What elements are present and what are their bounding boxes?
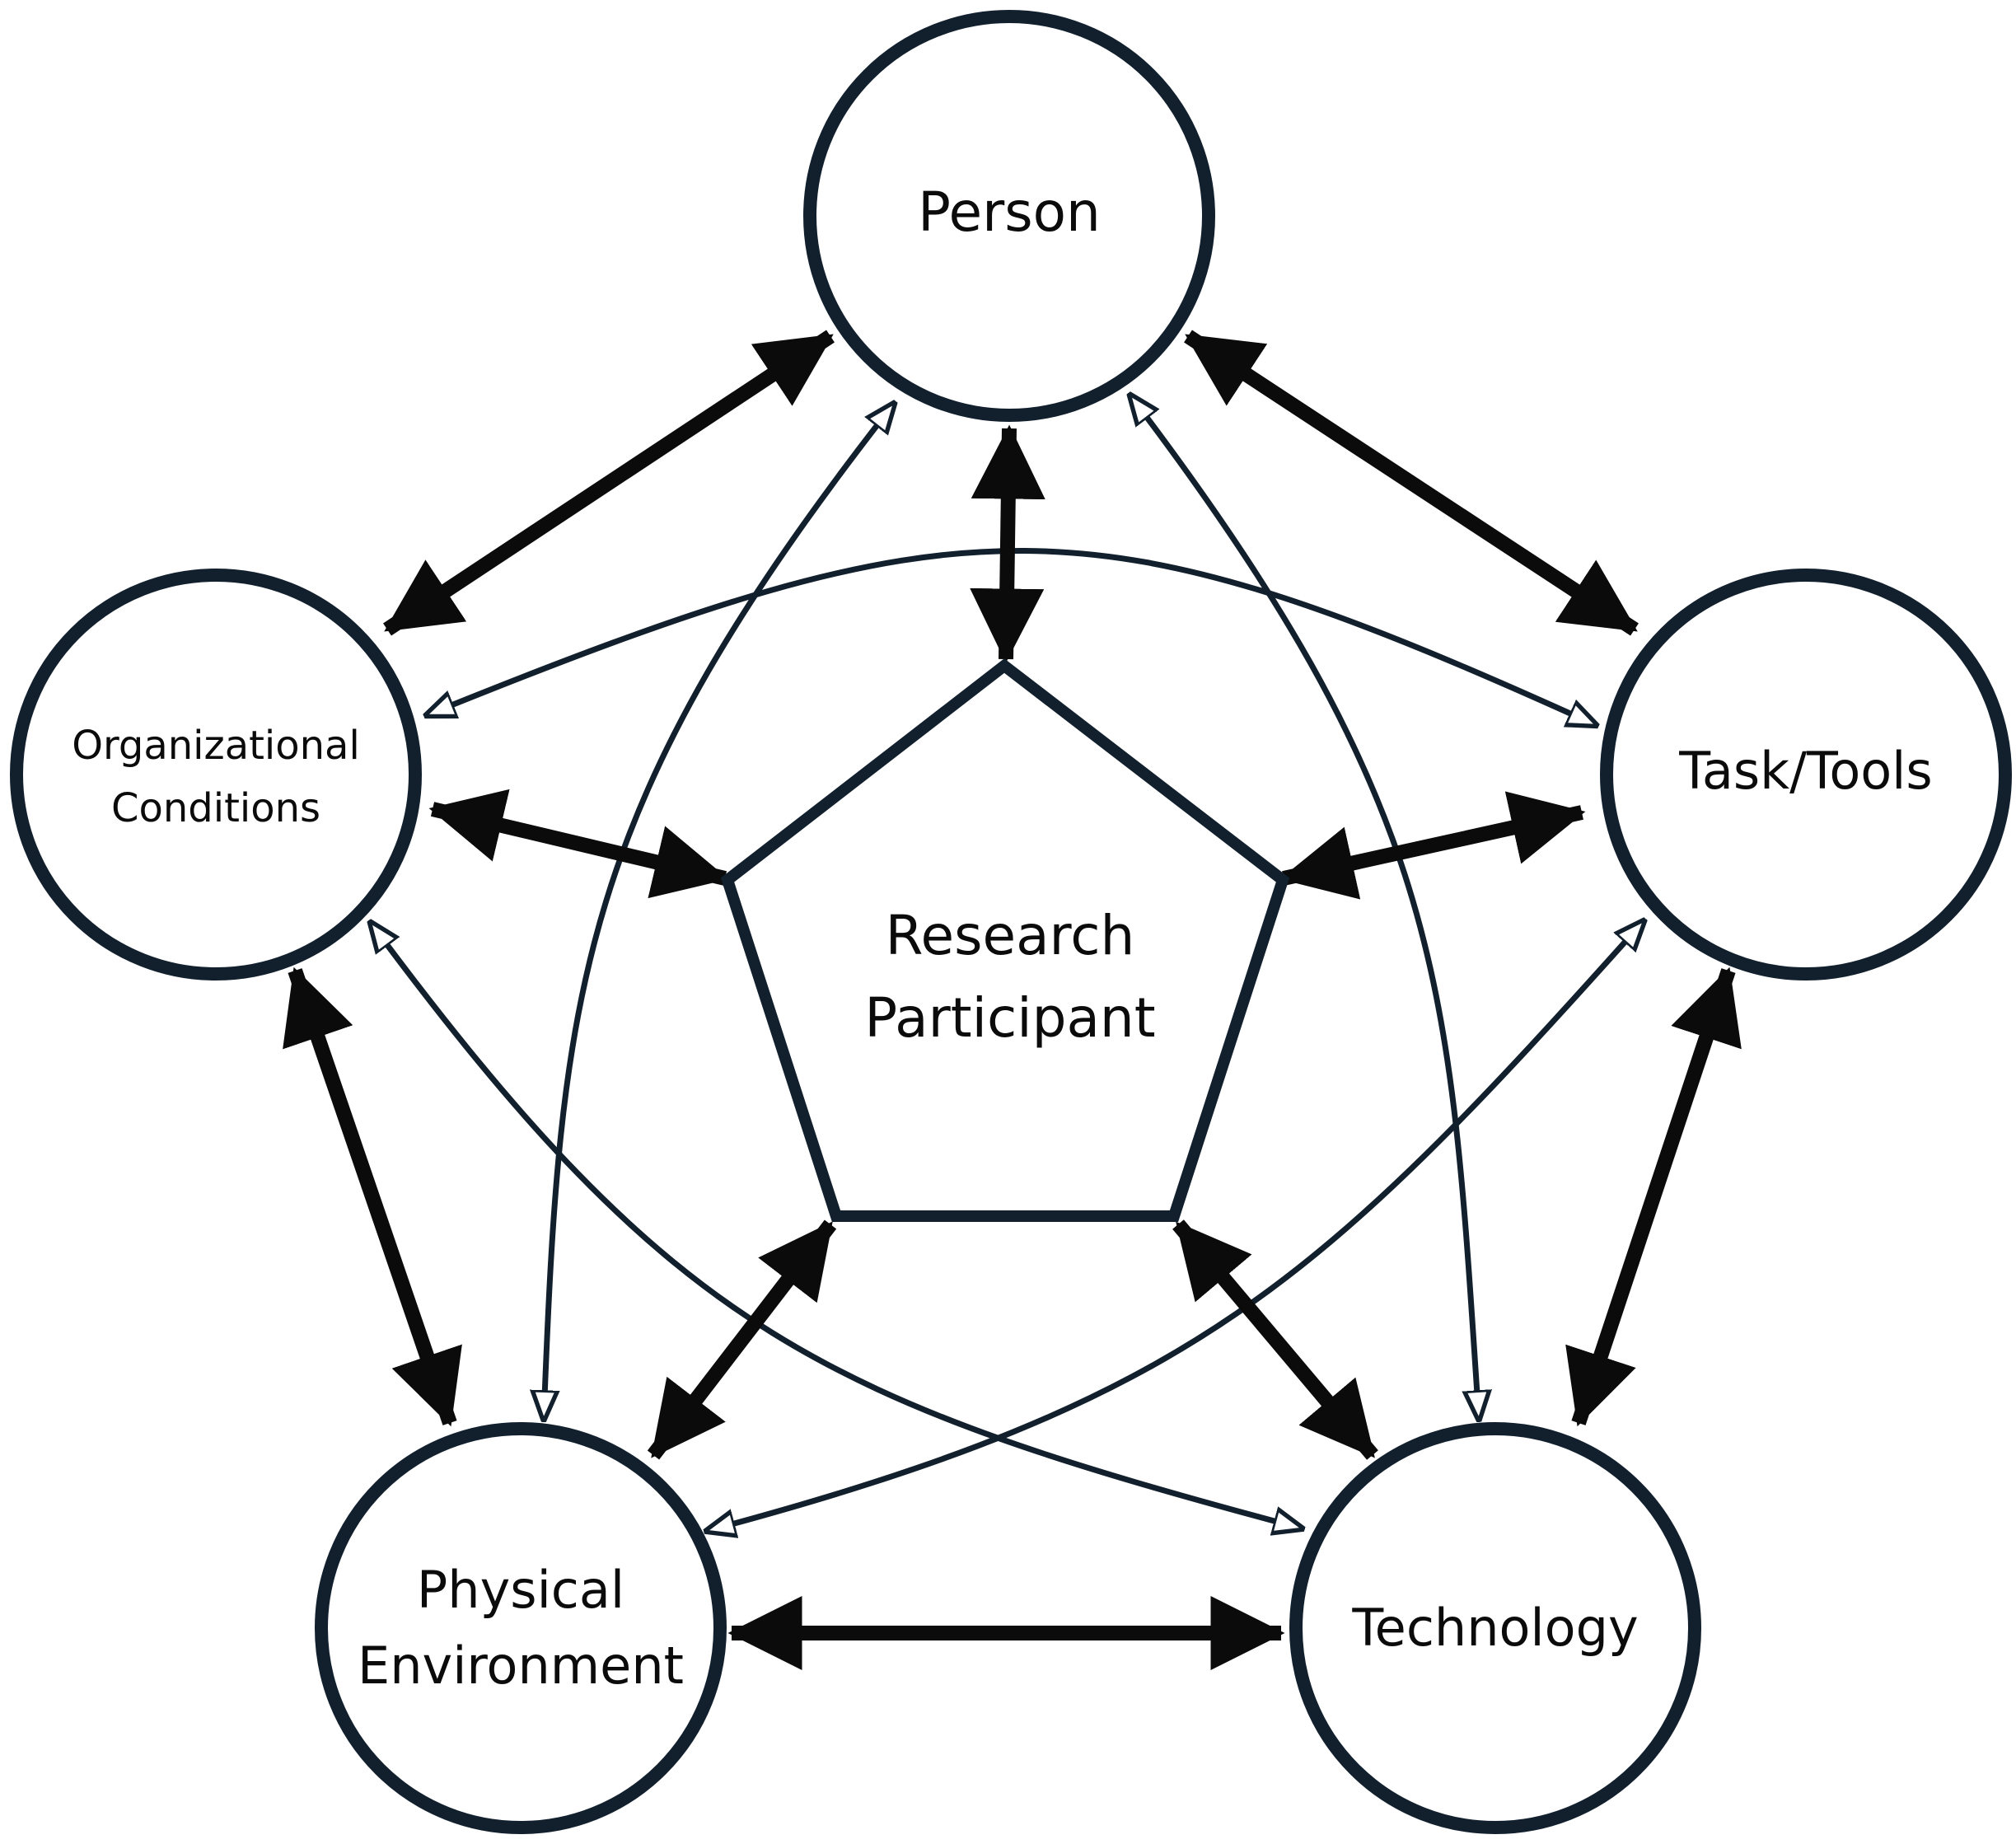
physical-environment-label-line1: Physical bbox=[417, 1560, 624, 1620]
research-participant-label-line1: Research bbox=[886, 904, 1135, 967]
thick-links bbox=[283, 330, 1742, 1670]
task-tools-circle bbox=[1600, 569, 2012, 981]
link-task-center bbox=[1279, 791, 1586, 900]
organizational-conditions-node: Organizational Conditions bbox=[10, 569, 422, 981]
technology-node: Technology bbox=[1289, 1422, 1701, 1834]
physical-environment-node: Physical Environment bbox=[315, 1422, 727, 1834]
research-participant-pentagon bbox=[720, 658, 1290, 1222]
link-center-physical bbox=[647, 1219, 837, 1460]
technology-circle bbox=[1289, 1422, 1701, 1834]
research-participant-label-line2: Participant bbox=[864, 986, 1155, 1050]
link-org-physical bbox=[283, 966, 462, 1427]
organizational-conditions-label-line2: Conditions bbox=[111, 785, 320, 831]
person-circle bbox=[803, 10, 1215, 422]
technology-label: Technology bbox=[1351, 1598, 1638, 1658]
research-participant-node: Research Participant bbox=[720, 658, 1290, 1222]
physical-environment-circle bbox=[315, 1422, 727, 1834]
link-center-technology bbox=[1172, 1219, 1378, 1460]
link-person-center bbox=[970, 424, 1045, 663]
person-label: Person bbox=[918, 180, 1101, 244]
link-person-org bbox=[383, 330, 835, 636]
organizational-conditions-label-line1: Organizational bbox=[72, 723, 360, 769]
task-tools-label: Task/Tools bbox=[1678, 741, 1932, 801]
task-tools-node: Task/Tools bbox=[1600, 569, 2012, 981]
organizational-conditions-circle bbox=[10, 569, 422, 981]
link-org-center bbox=[428, 789, 729, 899]
person-node: Person bbox=[803, 10, 1215, 422]
link-task-technology bbox=[1565, 966, 1742, 1427]
link-person-task bbox=[1184, 330, 1639, 636]
physical-environment-label-line2: Environment bbox=[358, 1636, 684, 1696]
